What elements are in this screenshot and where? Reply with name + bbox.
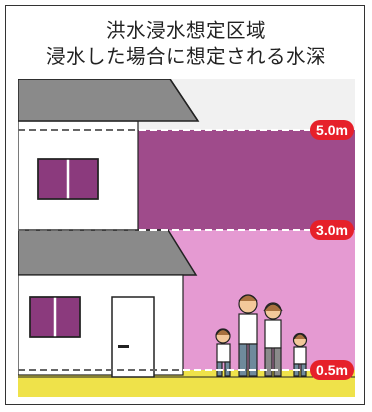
depth-label-0.5m-text: 0.5m — [316, 362, 348, 378]
depth-label-3m: 3.0m — [310, 220, 354, 240]
family-figures — [215, 294, 308, 377]
depth-label-3m-text: 3.0m — [316, 222, 348, 238]
title-line-1: 洪水浸水想定区域 — [105, 19, 266, 42]
house — [18, 79, 355, 378]
door — [111, 296, 155, 378]
depth-label-5m: 5.0m — [310, 120, 354, 140]
lower-roof — [18, 229, 198, 276]
upper-roof — [18, 79, 200, 122]
depth-label-5m-text: 5.0m — [316, 122, 348, 138]
depth-band-5m-to-3m — [133, 130, 355, 230]
person-father — [238, 294, 258, 377]
depth-label-0.5m: 0.5m — [310, 360, 354, 380]
title-line-2: 浸水した場合に想定される水深 — [45, 45, 326, 68]
person-mother — [263, 302, 283, 377]
illustration: 5.0m 3.0m 0.5m — [18, 79, 355, 397]
